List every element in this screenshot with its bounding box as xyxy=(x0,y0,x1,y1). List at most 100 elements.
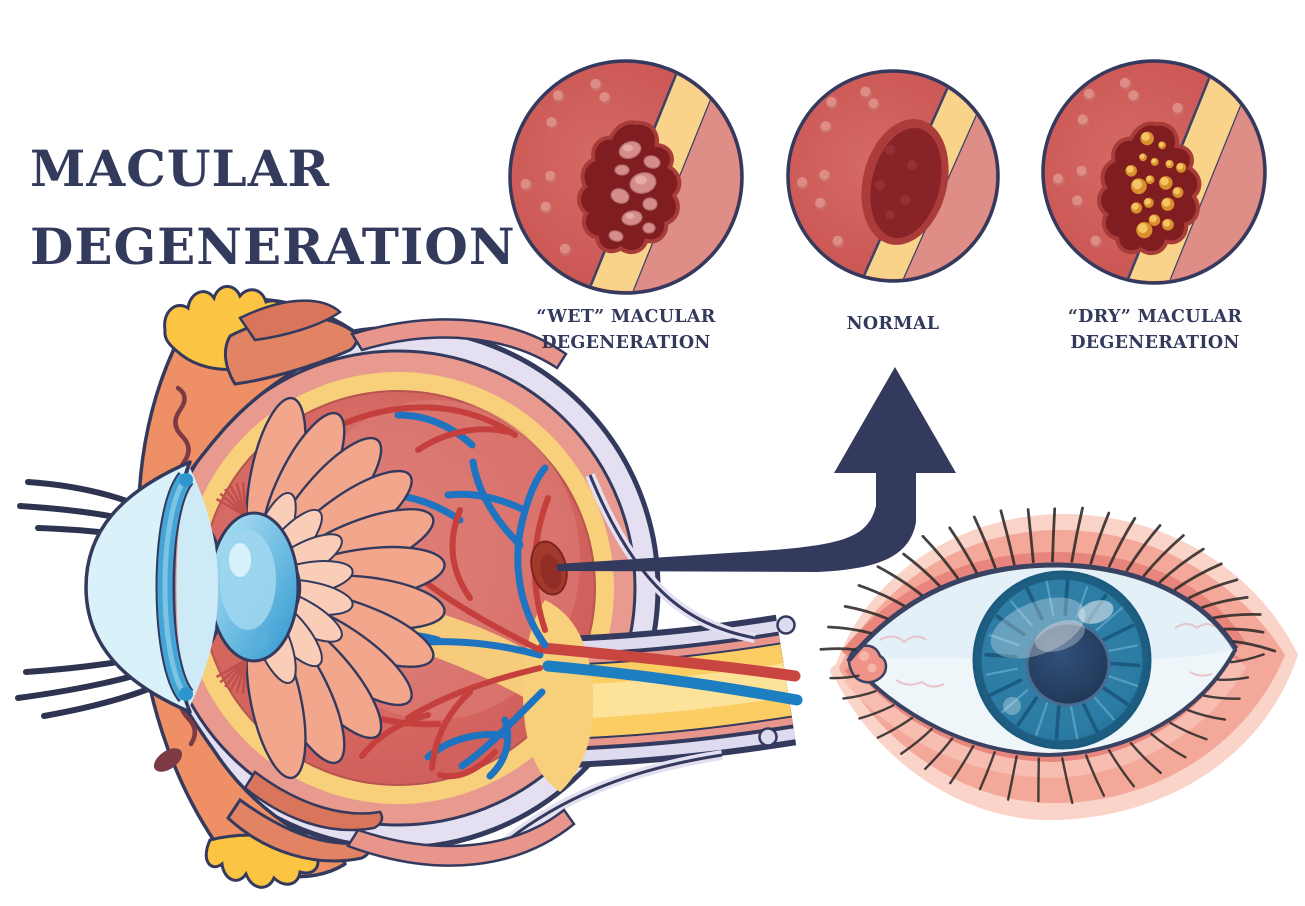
eyelash xyxy=(858,704,895,720)
iris-spoke xyxy=(1054,704,1061,741)
retina-dot xyxy=(832,235,843,246)
iris-outer-ring xyxy=(974,572,1150,748)
iris-spoke xyxy=(1080,699,1100,735)
eyelash xyxy=(876,716,914,739)
sclera-band-pink xyxy=(611,63,740,291)
retinal-arteries xyxy=(327,404,551,780)
retina-dot xyxy=(599,91,610,102)
drusen-deposits-layer xyxy=(1125,131,1187,239)
eyelash xyxy=(827,625,872,635)
dry-circle-outline xyxy=(1041,59,1267,285)
lens-glint xyxy=(229,543,251,577)
drusen-deposit xyxy=(1163,219,1171,227)
superior-muscle-tendon xyxy=(238,299,343,342)
eyelash xyxy=(1188,578,1239,600)
normal-label: NORMAL xyxy=(846,314,940,334)
page-title: MACULAR DEGENERATION xyxy=(30,130,590,286)
eyelash xyxy=(1150,732,1187,759)
eyelash xyxy=(921,534,959,580)
sheath-edge-bottom xyxy=(497,753,723,850)
wet-amd-circle xyxy=(508,59,744,295)
iris-spoke xyxy=(1091,693,1115,721)
retina-dots-layer xyxy=(1052,77,1185,249)
wet-amd-label: “WET” MACULAR DEGENERATION xyxy=(536,307,716,354)
drusen-deposit xyxy=(1166,160,1172,166)
retina-dot xyxy=(1072,195,1083,206)
caruncle xyxy=(847,644,888,684)
retina-dot xyxy=(546,117,557,127)
retina-dot xyxy=(520,178,531,189)
drusen-deposit xyxy=(1131,202,1139,210)
anterior-chamber xyxy=(176,468,218,706)
wet-circle-outline xyxy=(508,59,744,295)
eyelash xyxy=(948,526,978,574)
pupil xyxy=(1025,621,1111,707)
iris-spoke xyxy=(1106,661,1141,668)
eyelash xyxy=(1006,755,1018,801)
drusen-deposit xyxy=(1149,215,1157,223)
eyelash xyxy=(1125,524,1162,572)
nerve-sheath-tip-top xyxy=(776,615,796,635)
wet-lesion-vessel-bumps xyxy=(608,140,661,242)
eye-highlight-large xyxy=(990,597,1086,659)
eyelash xyxy=(1107,749,1135,788)
eyelash xyxy=(949,745,975,785)
iris-spoke xyxy=(1063,577,1070,616)
central-retinal-artery xyxy=(537,642,801,682)
normal-macula-dots xyxy=(875,145,917,220)
eye-highlight-small xyxy=(1078,600,1114,624)
eyelash xyxy=(978,751,996,791)
drusen-deposit xyxy=(1162,198,1171,207)
iris-spoke xyxy=(1075,586,1089,618)
retina-dot xyxy=(1090,235,1101,246)
eyelash xyxy=(1129,742,1162,774)
macula-pointer-arrow xyxy=(557,367,956,572)
retina-dot xyxy=(815,197,826,208)
lower-eyelashes xyxy=(829,653,1265,805)
eyelash xyxy=(900,727,933,755)
optic-nerve xyxy=(563,614,797,768)
iris-spoke xyxy=(1101,623,1135,642)
eyelash xyxy=(857,584,906,608)
upper-lash-line xyxy=(847,562,1239,662)
eyelash xyxy=(829,674,860,680)
dry-lesion xyxy=(1097,121,1202,256)
drusen-deposit xyxy=(1176,163,1184,170)
retina-dot xyxy=(1053,173,1063,184)
eyelash xyxy=(924,737,954,770)
iris-spoke xyxy=(985,667,1018,676)
eyelash xyxy=(842,690,877,700)
lash-base-bottom xyxy=(153,748,183,772)
retina-dot xyxy=(868,98,879,109)
iris-spoke xyxy=(1104,673,1139,688)
retina-dot xyxy=(1076,165,1087,176)
eyelash xyxy=(1085,754,1106,797)
eyelash xyxy=(819,647,857,652)
retina-dot xyxy=(1128,90,1139,101)
eyelash xyxy=(1203,694,1241,700)
lens-body-highlight xyxy=(220,530,276,630)
iris-spoke xyxy=(1035,702,1049,736)
drusen-deposit xyxy=(1137,223,1148,234)
iris-spoke xyxy=(1098,683,1132,708)
eyelash xyxy=(1232,640,1277,653)
nerve-sheath-tip-bottom xyxy=(758,727,778,747)
eyelash xyxy=(1201,596,1249,609)
sheath-edge-top xyxy=(588,474,756,640)
retina-dot xyxy=(559,243,570,254)
sclera-vessels xyxy=(879,623,1218,688)
eyelash xyxy=(843,605,889,620)
retina-dot xyxy=(590,78,601,89)
central-retinal-vein xyxy=(542,660,803,706)
title-line-2: DEGENERATION xyxy=(30,217,516,276)
retina-dot xyxy=(819,169,830,180)
retina-dot xyxy=(826,96,837,107)
zonule-fiber xyxy=(215,658,247,679)
retina-dot xyxy=(545,170,556,181)
drusen-deposit xyxy=(1146,175,1152,182)
iris-spoke xyxy=(1009,600,1033,627)
zonule-fiber xyxy=(241,481,248,517)
iris-spoke xyxy=(986,678,1023,698)
eyelash xyxy=(1051,507,1057,563)
